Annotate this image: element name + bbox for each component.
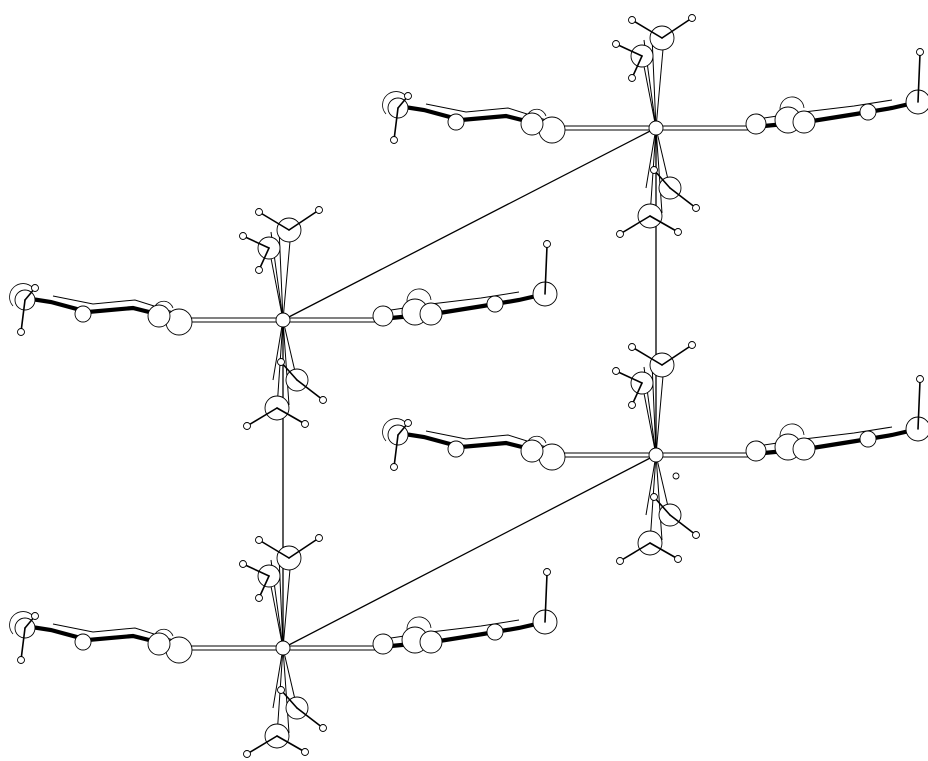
unit-cell-outline (282, 127, 657, 649)
unit-cell-edge (282, 454, 657, 649)
molecule (10, 535, 557, 758)
molecule (383, 342, 928, 565)
molecule (383, 15, 928, 238)
unit-cell-edge (282, 127, 657, 321)
atom-marker (672, 472, 680, 480)
